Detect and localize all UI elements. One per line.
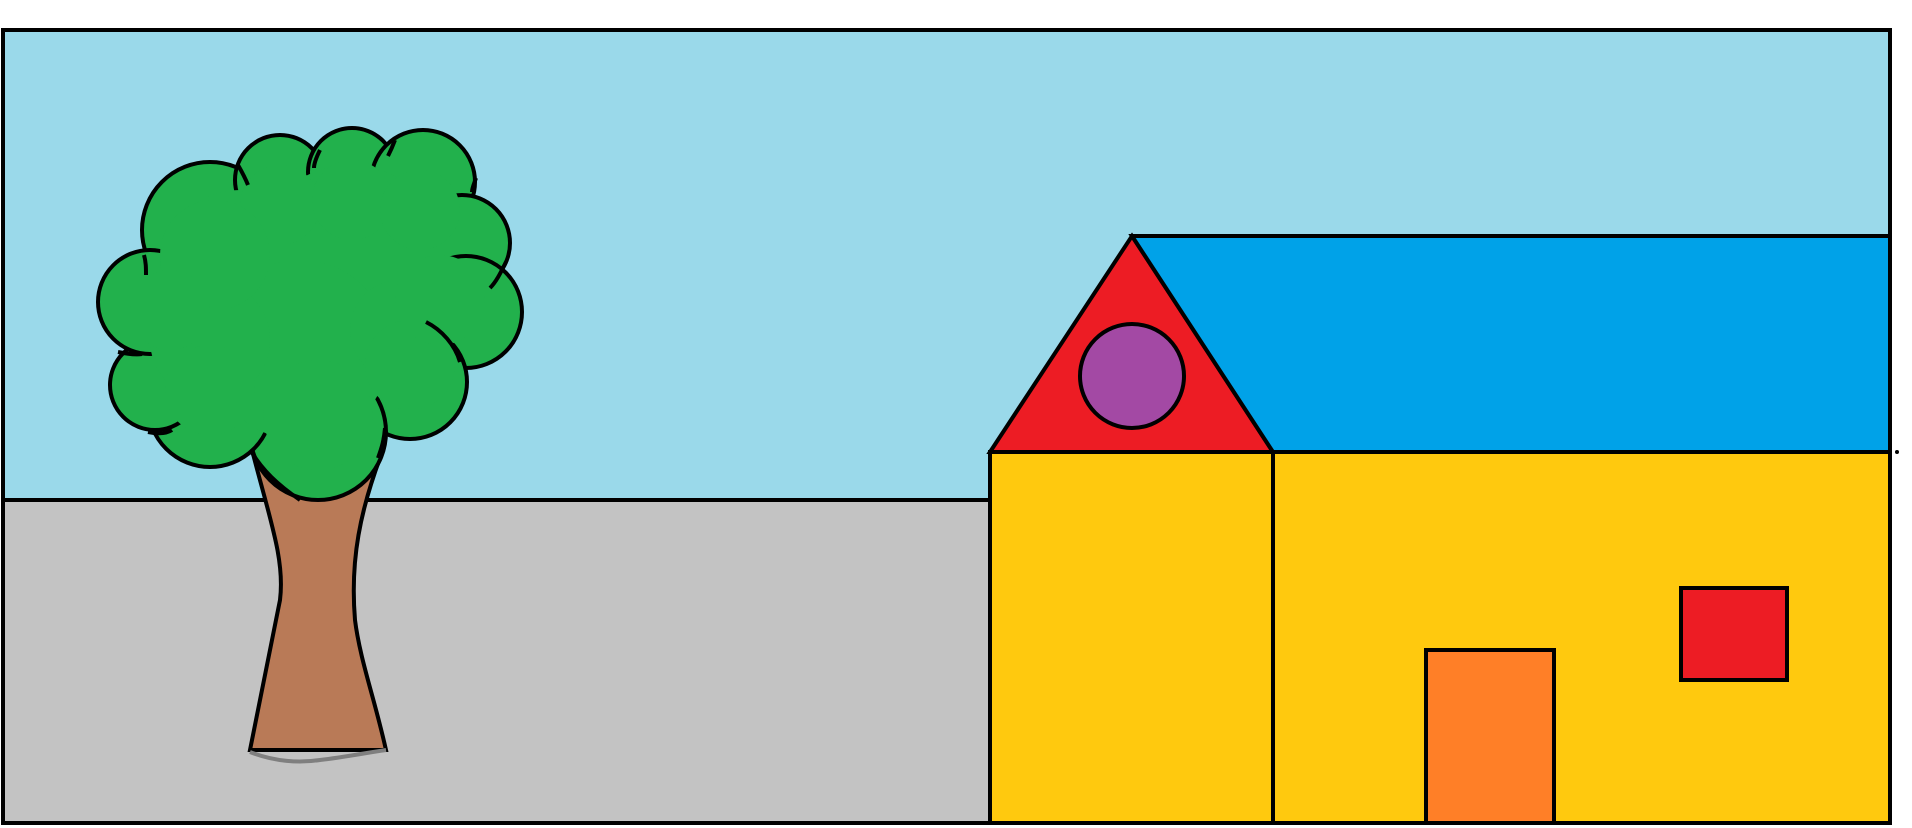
picture-frame — [1, 28, 1892, 825]
house-window — [1679, 586, 1789, 682]
house-door — [1424, 648, 1556, 825]
gable-round-window — [1078, 322, 1186, 430]
stray-dot — [1895, 450, 1899, 454]
tree-foliage — [96, 126, 524, 502]
ground — [3, 500, 990, 823]
tree-trunk-base — [249, 748, 387, 764]
